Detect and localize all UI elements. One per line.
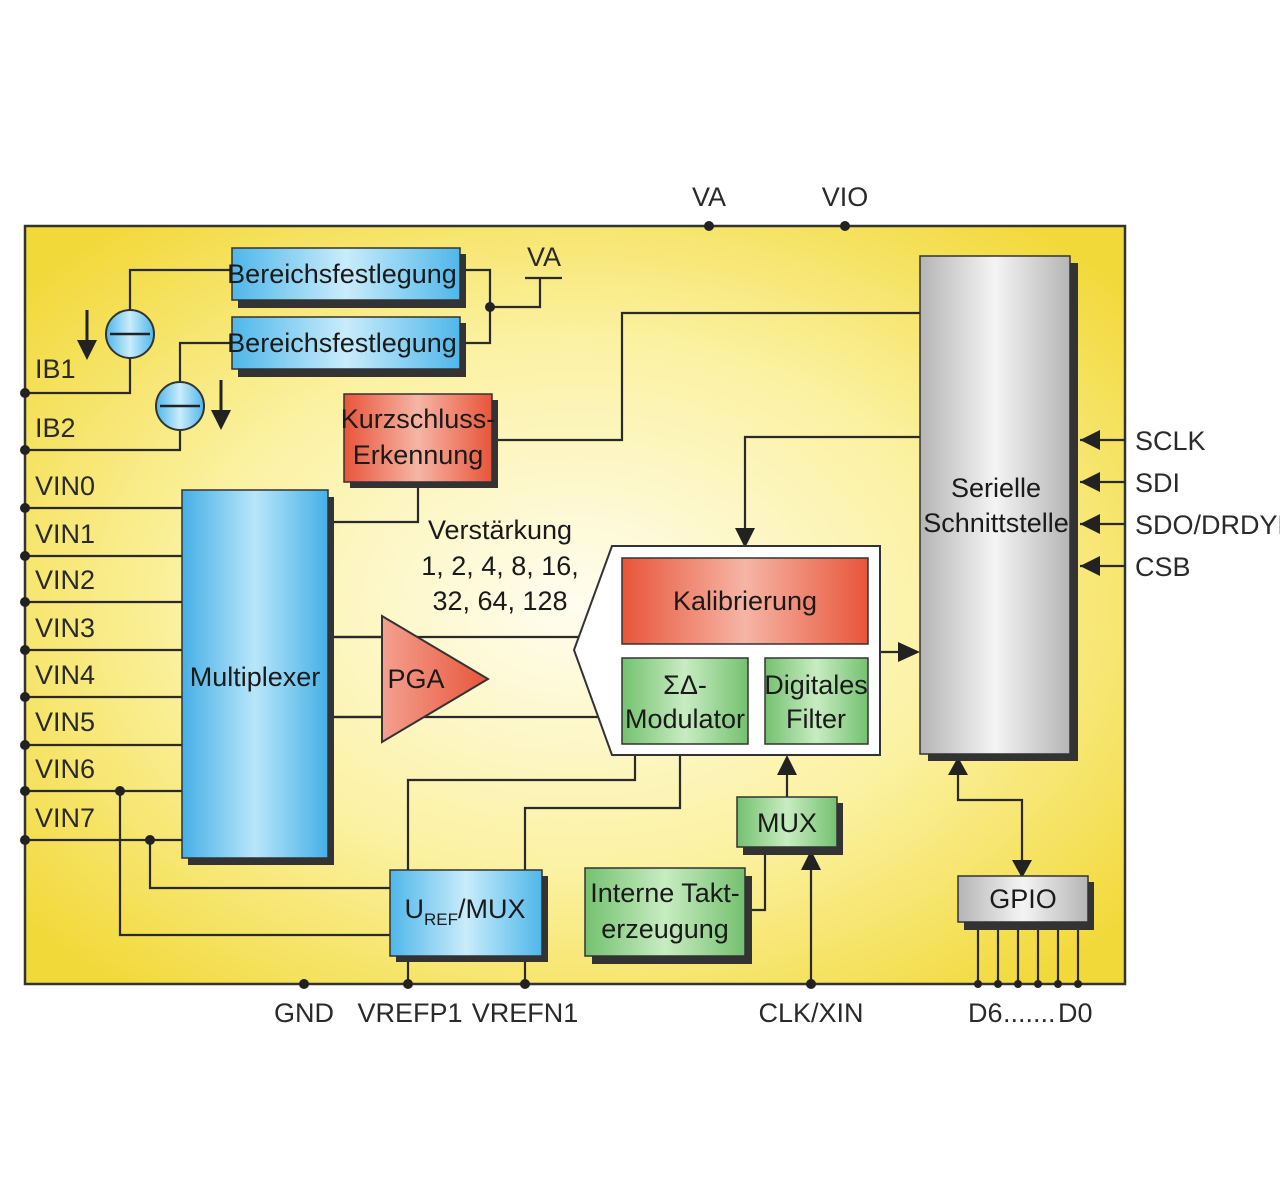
- sigma-delta-modulator: ΣΔ- Modulator: [621, 657, 749, 745]
- svg-text:GPIO: GPIO: [989, 884, 1057, 914]
- pin-vin2: VIN2: [35, 565, 95, 595]
- range-block-1: Bereichsfestlegung: [227, 247, 466, 308]
- calibration-block: Kalibrierung: [621, 557, 869, 645]
- current-source-ib1: [105, 309, 155, 359]
- svg-text:Bereichsfestlegung: Bereichsfestlegung: [227, 328, 457, 358]
- junction-dots: [20, 302, 1082, 989]
- pin-va-top: VA: [692, 182, 726, 212]
- pga-amplifier: PGA: [381, 614, 490, 744]
- pin-sdi: SDI: [1135, 468, 1180, 498]
- serial-interface-block: Serielle Schnittstelle: [919, 255, 1078, 761]
- pin-sclk: SCLK: [1135, 426, 1206, 456]
- wiring: [25, 268, 1125, 984]
- pin-vrefn1: VREFN1: [472, 998, 579, 1028]
- svg-text:Multiplexer: Multiplexer: [190, 662, 321, 692]
- pin-vin5: VIN5: [35, 707, 95, 737]
- short-detection-block: Kurzschluss- Erkennung: [341, 393, 498, 488]
- pin-ib2: IB2: [35, 413, 76, 443]
- arrowheads: [77, 340, 1100, 878]
- pin-vin7: VIN7: [35, 803, 95, 833]
- svg-text:MUX: MUX: [757, 808, 817, 838]
- pin-vio: VIO: [822, 182, 869, 212]
- pin-dots: .......: [1003, 998, 1056, 1028]
- svg-text:Bereichsfestlegung: Bereichsfestlegung: [227, 259, 457, 289]
- pin-vin4: VIN4: [35, 660, 95, 690]
- svg-text:Interne Takt-: Interne Takt-: [590, 878, 740, 908]
- gain-values-1: 1, 2, 4, 8, 16,: [421, 551, 579, 581]
- clock-mux-block: MUX: [736, 796, 843, 855]
- uref-mux-block: UREF/MUX: [389, 869, 548, 962]
- pin-vin6: VIN6: [35, 754, 95, 784]
- pin-va-supply: VA: [527, 242, 561, 272]
- svg-text:PGA: PGA: [387, 664, 444, 694]
- gain-title: Verstärkung: [428, 515, 572, 545]
- pin-d6: D6: [968, 998, 1003, 1028]
- pin-vin3: VIN3: [35, 613, 95, 643]
- svg-text:Filter: Filter: [786, 704, 846, 734]
- gain-values-2: 32, 64, 128: [432, 586, 567, 616]
- svg-text:Erkennung: Erkennung: [353, 440, 484, 470]
- svg-text:Kalibrierung: Kalibrierung: [673, 586, 817, 616]
- svg-text:UREF/MUX: UREF/MUX: [405, 894, 526, 929]
- pin-d0: D0: [1058, 998, 1093, 1028]
- pin-vrefp1: VREFP1: [357, 998, 462, 1028]
- svg-text:Modulator: Modulator: [625, 704, 745, 734]
- pin-gnd: GND: [274, 998, 334, 1028]
- svg-text:Digitales: Digitales: [764, 670, 868, 700]
- range-block-2: Bereichsfestlegung: [227, 316, 466, 377]
- svg-text:erzeugung: erzeugung: [601, 914, 729, 944]
- pin-vin0: VIN0: [35, 471, 95, 501]
- pin-sdo-drdyb: SDO/DRDYB: [1135, 510, 1280, 540]
- svg-text:ΣΔ-: ΣΔ-: [663, 670, 707, 700]
- svg-text:Serielle: Serielle: [951, 473, 1041, 503]
- svg-text:Schnittstelle: Schnittstelle: [923, 508, 1069, 538]
- svg-text:Kurzschluss-: Kurzschluss-: [341, 404, 496, 434]
- digital-filter: Digitales Filter: [764, 657, 869, 745]
- pin-vin1: VIN1: [35, 519, 95, 549]
- pin-ib1: IB1: [35, 354, 76, 384]
- internal-clock-block: Interne Takt- erzeugung: [584, 867, 752, 964]
- current-source-ib2: [155, 381, 205, 431]
- gpio-block: GPIO: [957, 875, 1094, 930]
- pin-csb: CSB: [1135, 552, 1191, 582]
- multiplexer-block: Multiplexer: [181, 489, 334, 865]
- pin-clk-xin: CLK/XIN: [758, 998, 863, 1028]
